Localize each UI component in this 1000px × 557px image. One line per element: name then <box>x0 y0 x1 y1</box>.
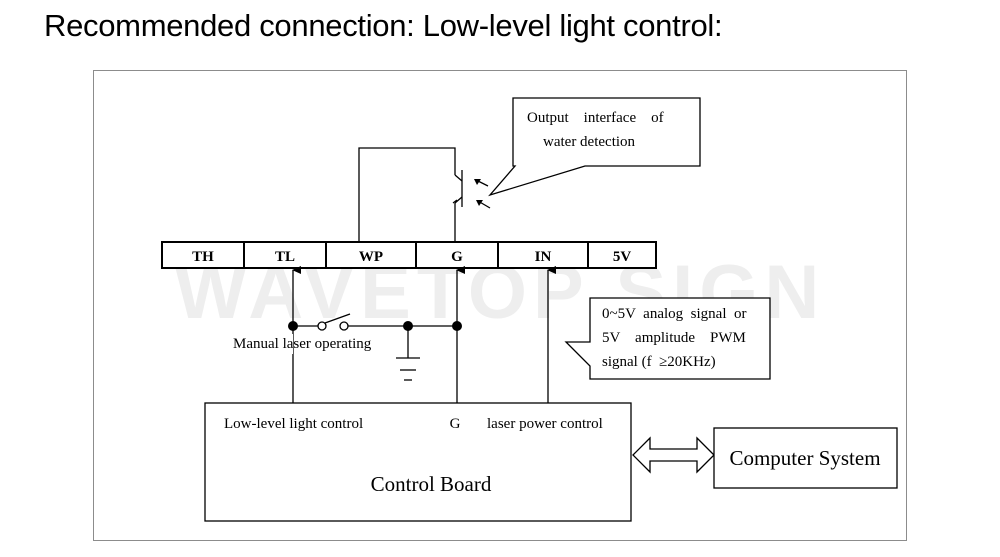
bidirectional-arrow <box>632 436 715 474</box>
ground-symbol <box>396 326 420 381</box>
terminal-th: TH <box>192 249 214 265</box>
control-board-power-label: laser power control <box>487 416 603 432</box>
signal-callout-line3: signal (f ≥20KHz) <box>602 354 716 370</box>
terminal-in: IN <box>535 249 552 265</box>
terminal-g: G <box>451 249 463 265</box>
computer-system-label: Computer System <box>729 446 880 470</box>
signal-callout: 0~5V analog signal or 5V amplitude PWM s… <box>564 297 771 380</box>
terminal-tl: TL <box>275 249 295 265</box>
water-callout-line1: Output interface of <box>527 110 664 126</box>
optocoupler-output <box>358 147 491 242</box>
water-detection-callout: Output interface of water detection <box>488 97 701 197</box>
computer-system-box: Computer System <box>713 427 898 489</box>
terminal-wp: WP <box>359 249 383 265</box>
control-board-g-label: G <box>450 416 461 432</box>
control-board-low-level-label: Low-level light control <box>224 416 363 432</box>
page-heading: Recommended connection: Low-level light … <box>44 8 723 43</box>
manual-switch-label: Manual laser operating <box>233 336 372 352</box>
junction-dot-tl <box>288 321 298 331</box>
diagram-frame <box>93 70 907 541</box>
junction-dot-g <box>452 321 462 331</box>
manual-switch <box>288 313 462 331</box>
terminal-strip: TH TL WP G IN 5V <box>161 241 657 269</box>
signal-callout-line2: 5V amplitude PWM <box>602 330 746 346</box>
control-board-title: Control Board <box>371 472 492 496</box>
control-board: Low-level light control G laser power co… <box>204 402 632 522</box>
water-callout-line2: water detection <box>543 134 636 150</box>
signal-callout-line1: 0~5V analog signal or <box>602 306 747 322</box>
terminal-5v: 5V <box>613 249 632 265</box>
